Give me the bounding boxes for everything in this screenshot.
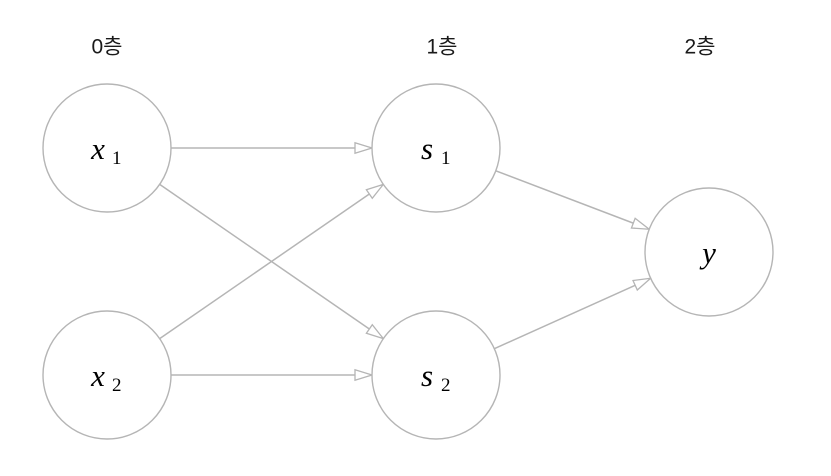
edge-line (159, 192, 372, 340)
arrowhead-icon (632, 277, 653, 292)
node-circle[interactable] (42, 310, 172, 440)
node-label-y: y (699, 235, 716, 270)
node-subscript-s1: 1 (441, 148, 451, 169)
node-subscript-x2: 2 (112, 375, 122, 396)
node-subscript-x1: 1 (112, 148, 122, 169)
node-label-x2: x (90, 358, 105, 393)
layer-label-1: 1층 (427, 36, 458, 59)
edges-group (159, 141, 653, 382)
node-circle[interactable] (42, 83, 172, 213)
edge-x2-to-s2 (171, 368, 375, 382)
edge-line (495, 170, 636, 225)
layer-label-0: 0층 (92, 36, 123, 59)
edge-line (494, 283, 638, 350)
edge-x1-to-s1 (171, 141, 375, 155)
arrowhead-icon (365, 323, 386, 340)
node-subscript-s2: 2 (441, 375, 451, 396)
arrowhead-icon (630, 217, 652, 231)
node-circle[interactable] (371, 83, 501, 213)
edge-s2-to-y (494, 277, 653, 350)
edge-x2-to-s1 (159, 183, 386, 340)
edge-x1-to-s2 (159, 183, 386, 340)
arrowhead-icon (354, 368, 375, 382)
layer-label-2: 2층 (685, 36, 716, 59)
edge-line (159, 183, 372, 331)
node-label-s1: s (421, 131, 433, 166)
arrowhead-icon (365, 183, 386, 200)
arrowhead-icon (354, 141, 375, 155)
layer-labels-group: 0층 1층 2층 (92, 36, 716, 59)
node-label-x1: x (90, 131, 105, 166)
node-y[interactable]: y (644, 187, 774, 317)
node-circle[interactable] (644, 187, 774, 317)
edge-s1-to-y (495, 170, 652, 231)
node-label-s2: s (421, 358, 433, 393)
node-circle[interactable] (371, 310, 501, 440)
